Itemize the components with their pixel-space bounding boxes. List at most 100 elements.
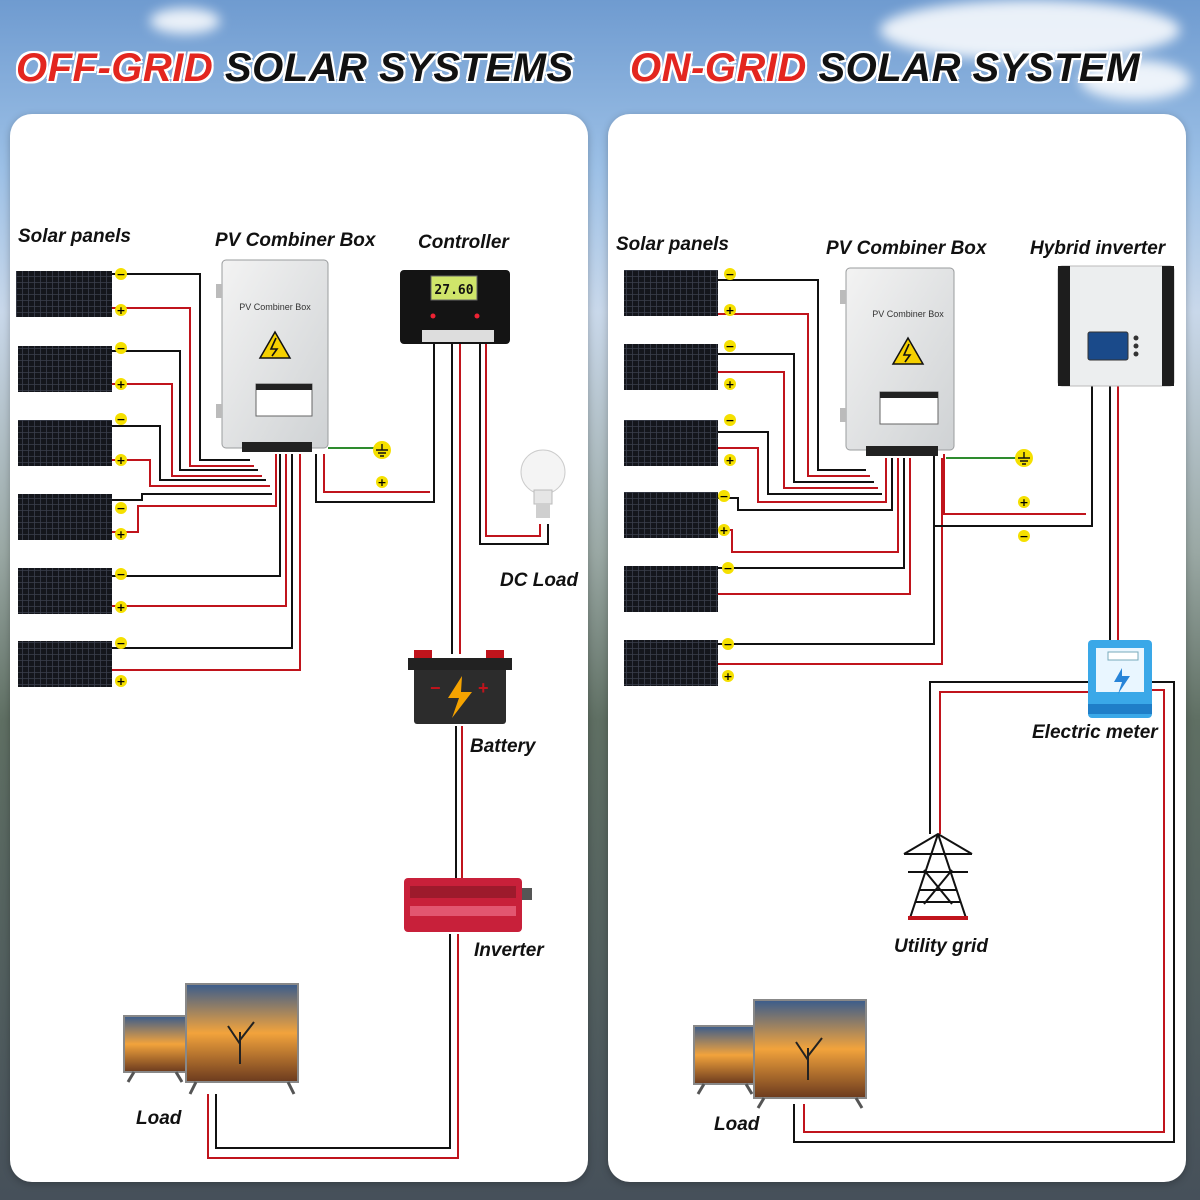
svg-text:−: − — [116, 637, 125, 650]
svg-text:+: + — [1019, 496, 1028, 509]
svg-text:−: − — [719, 490, 728, 503]
label-electric-meter: Electric meter — [1032, 722, 1158, 743]
svg-text:PV Combiner Box: PV Combiner Box — [239, 302, 311, 312]
charge-controller-icon: 27.60 — [400, 270, 510, 344]
svg-text:+: + — [116, 675, 125, 688]
svg-text:PV Combiner Box: PV Combiner Box — [872, 309, 944, 319]
terminal-plus: + — [1018, 496, 1030, 509]
terminal-minus: − — [724, 340, 736, 353]
label-utility-grid: Utility grid — [894, 936, 988, 957]
svg-text:+: + — [723, 670, 732, 683]
terminal-minus: − — [724, 414, 736, 427]
label-combiner-box: PV Combiner Box — [826, 238, 987, 259]
solar-panel-icon — [16, 271, 112, 317]
label-solar-panels: Solar panels — [18, 226, 131, 247]
svg-text:+: + — [725, 454, 734, 467]
svg-text:−: − — [116, 342, 125, 355]
terminal-plus: + — [115, 675, 127, 688]
svg-text:−: − — [116, 568, 125, 581]
transmission-tower-icon — [903, 832, 973, 920]
svg-text:+: + — [116, 454, 125, 467]
cloud — [880, 0, 1180, 60]
svg-text:+: + — [377, 476, 386, 489]
solar-panel-icon — [624, 270, 718, 316]
ground-icon — [373, 441, 391, 459]
label-load: Load — [136, 1108, 182, 1129]
svg-text:−: − — [725, 340, 734, 353]
svg-text:+: + — [725, 304, 734, 317]
svg-text:27.60: 27.60 — [434, 283, 473, 298]
terminal-plus: + — [722, 670, 734, 683]
svg-text:−: − — [725, 268, 734, 281]
terminal-minus: − — [115, 502, 127, 515]
combiner-box-icon: PV Combiner Box — [840, 267, 955, 456]
on-grid-panel: − + − + − + − + − − + + − PV Combiner Bo… — [608, 114, 1186, 1182]
electric-meter-icon — [1088, 640, 1152, 718]
terminal-plus: + — [115, 378, 127, 391]
cloud — [1080, 60, 1190, 100]
svg-text:+: + — [725, 378, 734, 391]
battery-icon: − + — [408, 650, 512, 724]
label-hybrid-inverter: Hybrid inverter — [1030, 238, 1166, 259]
on-grid-diagram: − + − + − + − + − − + + − PV Combiner Bo… — [624, 265, 1175, 1143]
label-inverter: Inverter — [474, 940, 544, 961]
svg-text:−: − — [1019, 530, 1028, 543]
television-icon — [123, 983, 299, 1095]
terminal-minus: − — [724, 268, 736, 281]
terminal-plus: + — [724, 378, 736, 391]
terminal-minus: − — [115, 413, 127, 426]
terminal-minus: − — [115, 568, 127, 581]
label-battery: Battery — [470, 736, 536, 757]
svg-text:+: + — [116, 378, 125, 391]
terminal-minus: − — [1018, 530, 1030, 543]
terminal-plus: + — [115, 304, 127, 317]
terminal-minus: − — [722, 638, 734, 651]
svg-text:+: + — [116, 601, 125, 614]
solar-panel-array — [16, 271, 112, 687]
off-grid-diagram: − + − + − + − + − + − + + PV Combiner Bo… — [16, 259, 566, 1159]
terminal-minus: − — [722, 562, 734, 575]
solar-panel-icon — [624, 344, 718, 390]
svg-text:+: + — [478, 678, 489, 698]
label-controller: Controller — [418, 232, 509, 253]
solar-panel-icon — [18, 346, 112, 392]
solar-panel-icon — [624, 420, 718, 466]
combiner-box-icon: PV Combiner Box — [216, 259, 329, 452]
solar-panel-icon — [624, 492, 718, 538]
power-inverter-icon — [404, 878, 532, 932]
terminal-minus: − — [115, 268, 127, 281]
terminal-plus: + — [724, 454, 736, 467]
terminal-plus: + — [115, 528, 127, 541]
solar-panel-icon — [18, 494, 112, 540]
terminal-plus: + — [115, 454, 127, 467]
terminal-minus: − — [115, 637, 127, 650]
terminal-minus: − — [718, 490, 730, 503]
label-combiner-box: PV Combiner Box — [215, 230, 376, 251]
svg-text:+: + — [116, 528, 125, 541]
solar-panel-icon — [18, 568, 112, 614]
svg-text:+: + — [116, 304, 125, 317]
hybrid-inverter-icon — [1057, 265, 1175, 387]
solar-panel-icon — [18, 641, 112, 687]
television-icon — [693, 999, 867, 1109]
terminal-plus: + — [376, 476, 388, 489]
label-dc-load: DC Load — [500, 570, 579, 591]
label-solar-panels: Solar panels — [616, 234, 729, 255]
terminal-plus: + — [115, 601, 127, 614]
terminal-plus: + — [718, 524, 730, 537]
svg-text:−: − — [116, 413, 125, 426]
off-grid-title: OFF-GRID SOLAR SYSTEMS — [16, 46, 574, 90]
solar-panel-icon — [624, 640, 718, 686]
svg-text:−: − — [723, 562, 732, 575]
on-grid-title: ON-GRID SOLAR SYSTEM — [630, 46, 1141, 90]
solar-panel-array — [624, 270, 718, 686]
svg-text:−: − — [116, 502, 125, 515]
label-load: Load — [714, 1114, 760, 1135]
ground-icon — [1015, 449, 1033, 467]
cloud — [150, 8, 220, 34]
terminal-minus: − — [115, 342, 127, 355]
svg-text:−: − — [725, 414, 734, 427]
off-grid-panel: − + − + − + − + − + − + + PV Combiner Bo… — [10, 114, 588, 1182]
light-bulb-icon — [520, 449, 566, 518]
svg-text:−: − — [723, 638, 732, 651]
